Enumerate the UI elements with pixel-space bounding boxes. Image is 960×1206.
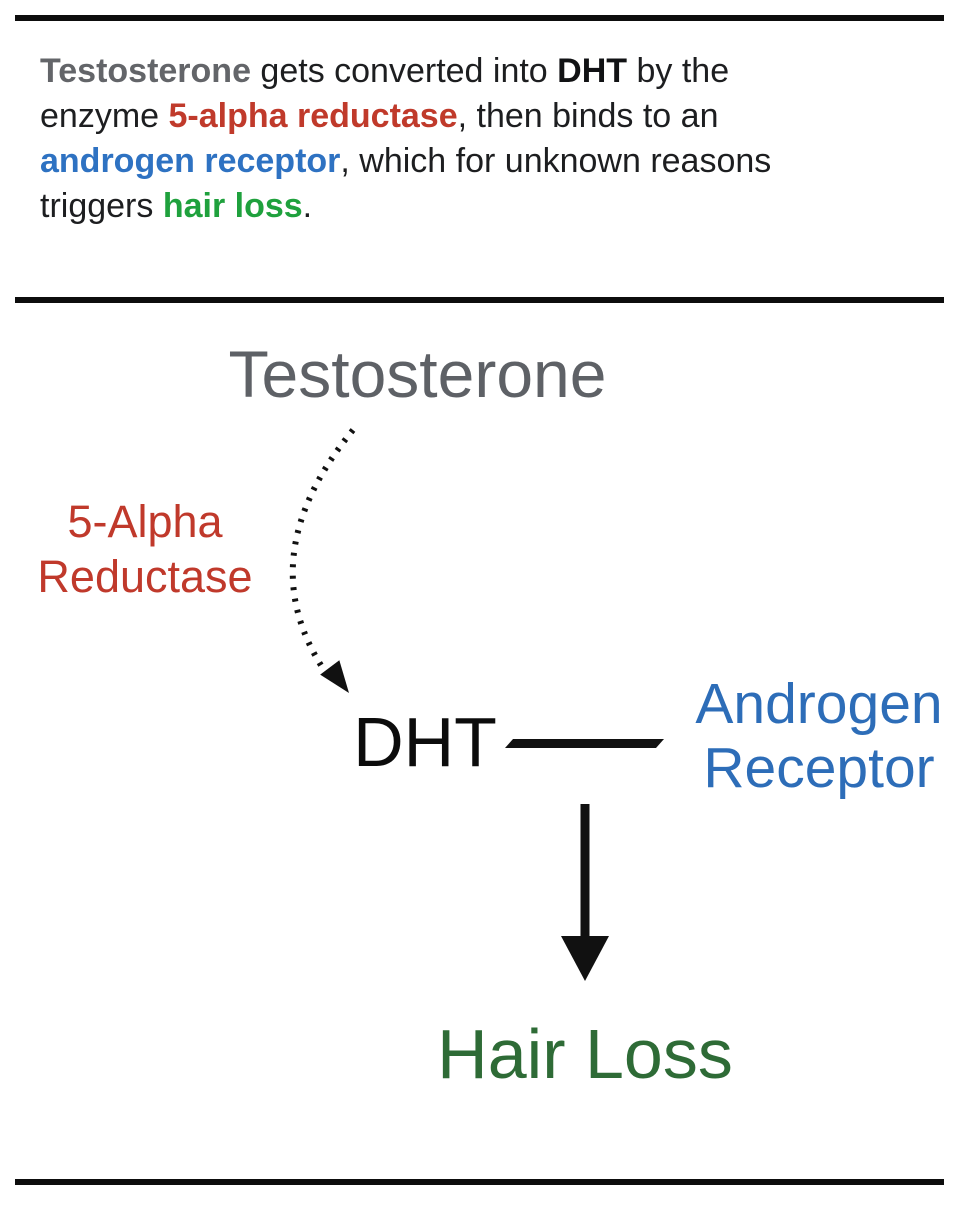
receptor-label-line2: Receptor xyxy=(703,736,935,800)
receptor-label-line1: Androgen xyxy=(695,672,943,736)
term-androgen-receptor: androgen receptor xyxy=(40,142,341,180)
node-androgen-receptor: Androgen Receptor xyxy=(683,672,955,800)
term-5-alpha-reductase: 5-alpha reductase xyxy=(168,97,458,135)
summary-text: , which for unknown reasons xyxy=(340,142,772,180)
node-dht: DHT xyxy=(353,703,497,781)
node-5-alpha-reductase: 5-Alpha Reductase xyxy=(25,494,265,604)
summary-text: gets converted into xyxy=(250,52,558,90)
summary-line-2: enzyme 5-alpha reductase, then binds to … xyxy=(40,94,930,139)
summary-text: . xyxy=(302,187,313,225)
binding-line xyxy=(505,739,664,748)
summary-paragraph: Testosterone gets converted into DHT by … xyxy=(40,49,930,229)
summary-text: , then binds to an xyxy=(457,97,719,135)
summary-line-1: Testosterone gets converted into DHT by … xyxy=(40,49,930,94)
term-hair-loss: hair loss xyxy=(162,187,303,225)
summary-line-4: triggers hair loss. xyxy=(40,184,930,229)
term-dht: DHT xyxy=(557,52,628,90)
enzyme-label-line1: 5-Alpha xyxy=(67,496,223,547)
conversion-dotted-arrow xyxy=(289,428,356,675)
down-arrow-head-icon xyxy=(561,936,609,981)
node-testosterone: Testosterone xyxy=(228,337,607,411)
middle-divider-rule xyxy=(15,297,944,303)
summary-line-3: androgen receptor, which for unknown rea… xyxy=(40,139,930,184)
summary-text: enzyme xyxy=(40,97,169,135)
summary-text: by the xyxy=(627,52,730,90)
term-testosterone: Testosterone xyxy=(40,52,251,90)
node-hair-loss: Hair Loss xyxy=(437,1015,733,1093)
top-divider-rule xyxy=(15,15,944,21)
enzyme-label-line2: Reductase xyxy=(37,551,253,602)
bottom-divider-rule xyxy=(15,1179,944,1185)
conversion-arrowhead-icon xyxy=(320,660,349,693)
summary-text: triggers xyxy=(40,187,163,225)
